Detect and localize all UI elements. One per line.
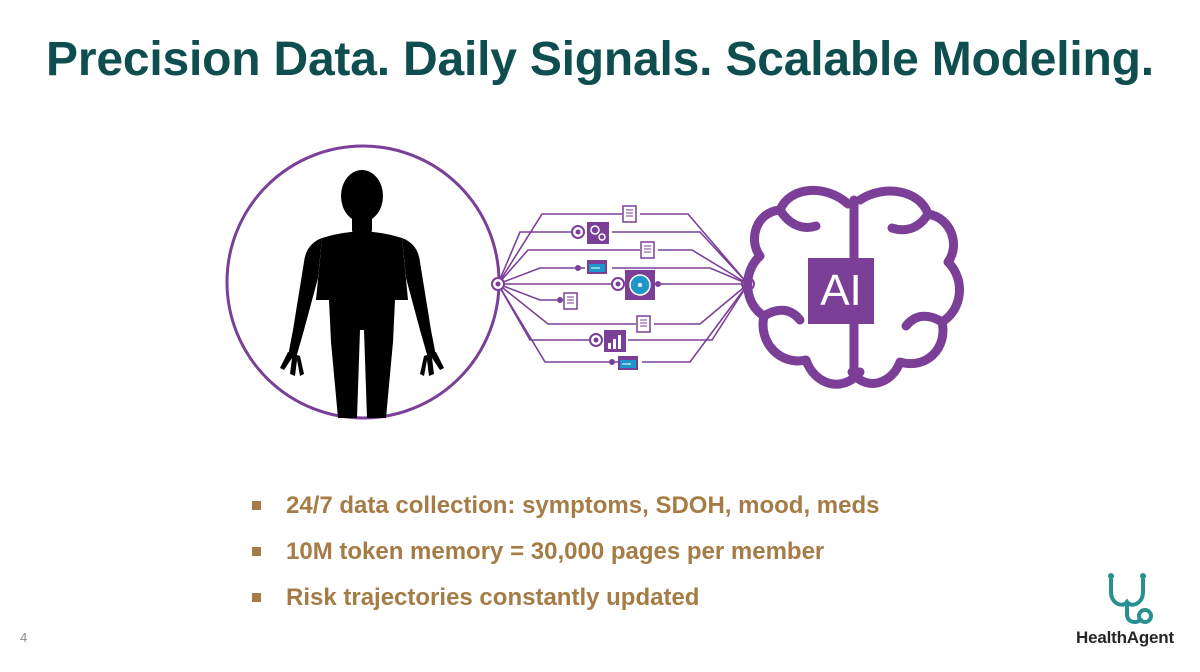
browser-window-icon <box>618 356 638 370</box>
healthagent-logo: HealthAgent <box>1065 572 1185 652</box>
ai-chip: AI <box>808 258 874 324</box>
bullet-item: 10M token memory = 30,000 pages per memb… <box>250 532 879 578</box>
page-number: 4 <box>20 630 28 645</box>
document-icon <box>563 292 578 310</box>
bullet-square-icon <box>252 501 261 510</box>
browser-window-icon <box>587 260 607 274</box>
human-silhouette-icon <box>280 170 444 418</box>
document-icon <box>622 205 637 223</box>
bullet-item: 24/7 data collection: symptoms, SDOH, mo… <box>250 486 879 532</box>
stethoscope-icon <box>1108 573 1153 624</box>
bullet-text: 24/7 data collection: symptoms, SDOH, mo… <box>286 492 880 519</box>
dashboard-icon <box>625 270 655 300</box>
bar-chart-icon <box>604 330 626 352</box>
bullet-text: Risk trajectories constantly updated <box>286 584 700 611</box>
bullet-list: 24/7 data collection: symptoms, SDOH, mo… <box>250 486 879 624</box>
bullet-item: Risk trajectories constantly updated <box>250 578 879 624</box>
bullet-square-icon <box>252 593 261 602</box>
gears-icon <box>587 222 609 244</box>
ring-nodes <box>571 225 625 347</box>
document-icon <box>636 315 651 333</box>
left-hub-node <box>491 277 505 291</box>
document-icon <box>640 241 655 259</box>
data-connection-lines <box>497 213 749 363</box>
logo-wordmark: HealthAgent <box>1076 628 1174 647</box>
bullet-square-icon <box>252 547 261 556</box>
slide-title: Precision Data. Daily Signals. Scalable … <box>46 33 1154 86</box>
bullet-text: 10M token memory = 30,000 pages per memb… <box>286 538 825 565</box>
brain-label: AI <box>820 266 862 315</box>
